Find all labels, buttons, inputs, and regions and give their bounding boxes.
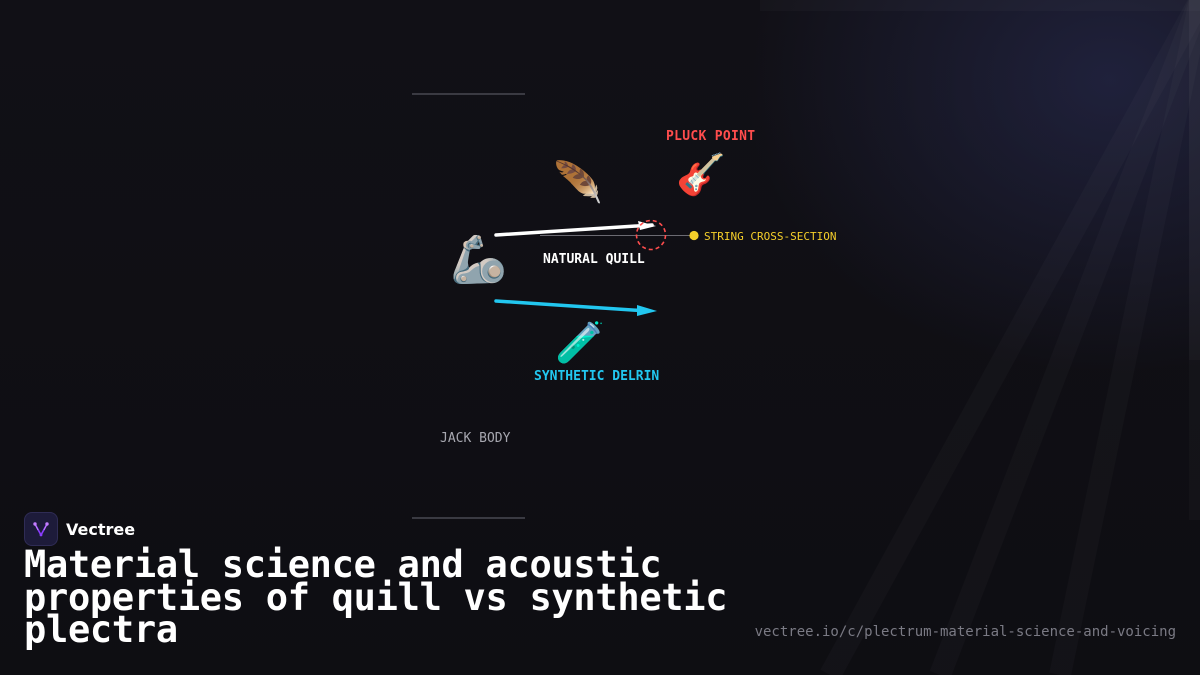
- pluck-point-label: PLUCK POINT: [666, 129, 756, 144]
- divider-top: [412, 93, 525, 95]
- pluck-point-marker: [635, 219, 667, 251]
- string-cross-section-dot: [689, 230, 699, 241]
- jack-body-label: JACK BODY: [440, 431, 511, 446]
- natural-quill-label: NATURAL QUILL: [543, 252, 645, 267]
- page-title: Material science and acoustic properties…: [24, 543, 728, 651]
- feather-icon: 🪶: [553, 160, 603, 206]
- divider-bottom: [412, 517, 525, 519]
- guitar-icon: 🎸: [676, 152, 726, 198]
- page-url[interactable]: vectree.io/c/plectrum-material-science-a…: [754, 624, 1176, 640]
- synthetic-delrin-plectrum: [494, 299, 642, 313]
- string-cross-section-label: STRING CROSS-SECTION: [704, 230, 837, 243]
- test-tube-icon: 🧪: [555, 320, 605, 366]
- synthetic-delrin-tip: [637, 305, 657, 316]
- vectree-logo-icon: [24, 512, 58, 546]
- mechanical-arm-icon: 🦾: [450, 232, 508, 286]
- brand[interactable]: Vectree: [24, 512, 135, 546]
- brand-name: Vectree: [66, 519, 136, 539]
- synthetic-delrin-label: SYNTHETIC DELRIN: [534, 369, 660, 384]
- natural-quill-plectrum: [494, 223, 654, 237]
